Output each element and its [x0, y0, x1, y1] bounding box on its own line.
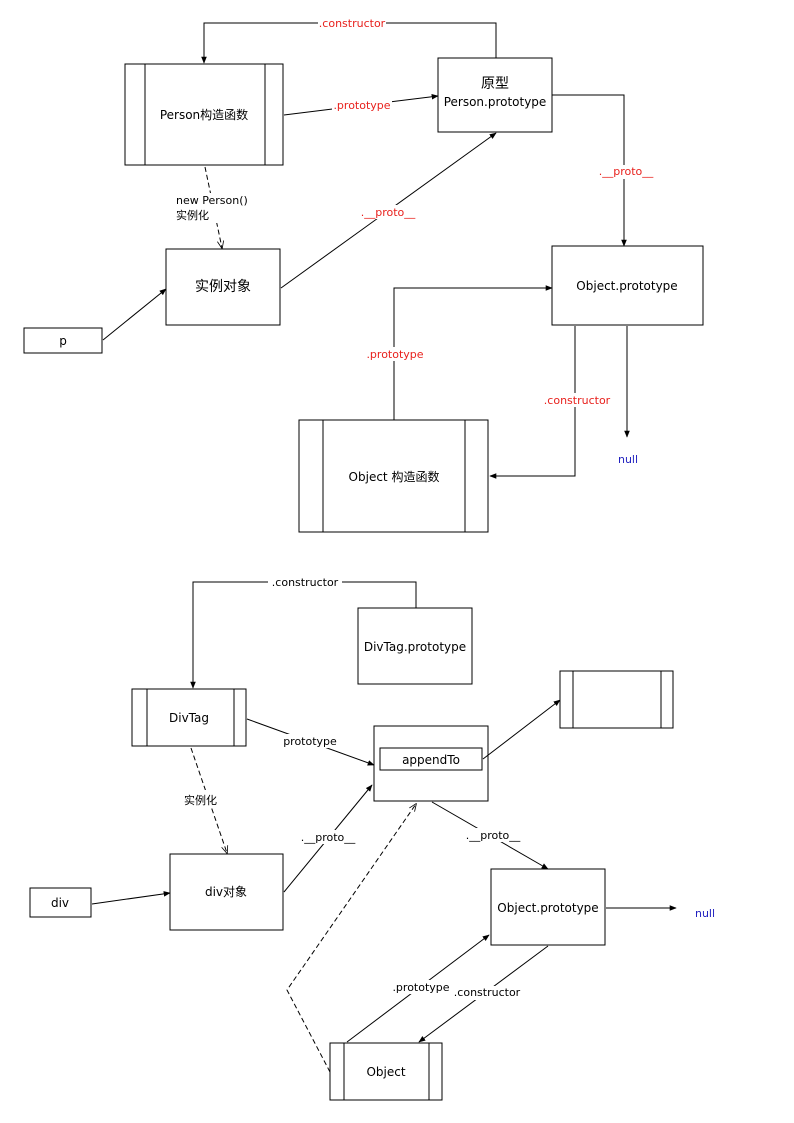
node-div-object: div对象	[169, 853, 284, 931]
node-object-constructor: Object 构造函数	[298, 419, 489, 533]
divtag-prototype-label: DivTag.prototype	[364, 640, 466, 654]
label-proto-proto: .__proto__	[466, 829, 521, 842]
label-proto-div: .__proto__	[301, 831, 356, 844]
label-constructor-top: .constructor	[272, 576, 339, 589]
person-constructor-label: Person构造函数	[160, 107, 248, 122]
node-person-prototype: 原型 Person.prototype	[437, 57, 553, 133]
label-obj-constructor-2: .constructor	[454, 986, 521, 999]
label-prototype: prototype	[283, 735, 337, 748]
edge-proto-to-object	[552, 94, 627, 247]
object-prototype-2-label: Object.prototype	[497, 901, 598, 915]
object-constructor-label: Object 构造函数	[349, 469, 440, 484]
label-obj-prototype: .prototype	[366, 348, 423, 361]
edge-object-constructor	[489, 326, 576, 479]
prototype-subtitle: Person.prototype	[444, 95, 547, 109]
object-2-label: Object	[366, 1065, 405, 1079]
label-constructor: .constructor	[319, 17, 386, 30]
instance-label: 实例对象	[195, 279, 251, 295]
label-obj-prototype-2: .prototype	[392, 981, 449, 994]
edge-object-prototype	[393, 285, 553, 420]
p-label: p	[59, 334, 67, 348]
node-p: p	[23, 327, 103, 354]
div-object-label: div对象	[205, 885, 247, 899]
null-label-2: null	[695, 907, 715, 920]
node-object-prototype-2: Object.prototype	[490, 868, 606, 946]
node-object-prototype: Object.prototype	[551, 245, 704, 326]
diagram-divtag: .constructor DivTag.prototype DivTag pro…	[29, 575, 715, 1101]
node-function	[559, 670, 674, 729]
label-new-person: new Person()	[176, 194, 248, 207]
label-proto-1: .__proto__	[599, 165, 654, 178]
diagram-person: .constructor Person构造函数 .prototype 原型 Pe…	[23, 16, 704, 533]
node-div: div	[29, 887, 92, 918]
label-instantiate: 实例化	[176, 208, 209, 222]
divtag-label: DivTag	[169, 711, 209, 725]
edge-p-to-instance	[102, 288, 167, 341]
prototype-title: 原型	[481, 76, 509, 92]
div-label: div	[51, 896, 69, 910]
node-instance: 实例对象	[165, 248, 281, 326]
node-prototype-object: appendTo	[373, 725, 489, 802]
edge-div-to-object	[91, 891, 171, 905]
label-obj-constructor: .constructor	[544, 394, 611, 407]
append-to-label: appendTo	[402, 753, 460, 767]
label-instantiate-2: 实例化	[184, 793, 217, 807]
null-label: null	[618, 453, 638, 466]
node-divtag-prototype: DivTag.prototype	[357, 607, 473, 685]
object-prototype-label: Object.prototype	[576, 279, 677, 293]
node-object-2: Object	[329, 1042, 443, 1101]
edge-instantiate-2	[190, 747, 227, 853]
edge-object-dashed	[286, 804, 416, 1073]
node-person-constructor: Person构造函数	[124, 63, 284, 166]
label-proto-2: .__proto__	[361, 206, 416, 219]
edge-append-to-function	[482, 699, 561, 760]
label-prototype: .prototype	[333, 99, 390, 112]
node-divtag: DivTag	[131, 688, 247, 747]
